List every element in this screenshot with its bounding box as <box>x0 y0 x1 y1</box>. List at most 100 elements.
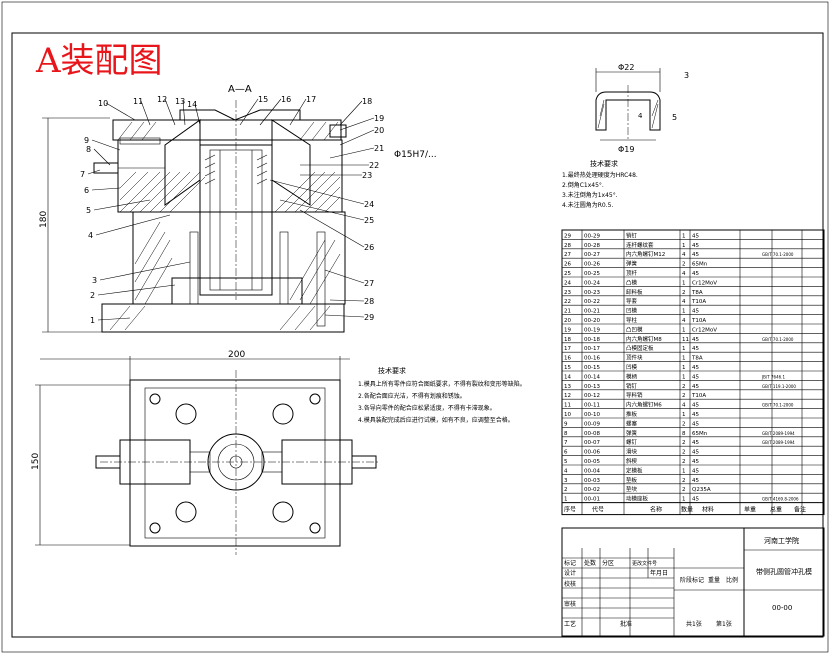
bom-cell: GB/T 2089-1994 <box>762 431 795 436</box>
bom-cell: 销钉 <box>626 382 638 390</box>
bom-cell: 16 <box>564 356 571 362</box>
bom-cell: 00-25 <box>584 271 600 277</box>
svg-text:年月日: 年月日 <box>650 569 668 577</box>
bore-dimension: Φ15H7/... <box>394 150 437 160</box>
section-label: A—A <box>228 84 252 95</box>
bom-cell: 1 <box>682 468 686 474</box>
svg-text:比例: 比例 <box>726 576 738 584</box>
balloon-22: 22 <box>369 161 379 170</box>
bom-cell: 00-19 <box>584 327 600 333</box>
bom-cell: JB/T 7646.1 <box>761 374 785 379</box>
bom-cell: 00-24 <box>584 280 600 286</box>
balloon-28: 28 <box>364 297 374 306</box>
bom-cell: 17 <box>564 346 571 352</box>
bom-cell: GB/T 4169.8-2006 <box>762 497 799 502</box>
bom-cell: 45 <box>692 421 699 427</box>
bom-cell: 4 <box>682 403 686 409</box>
bom-cell: 45 <box>692 346 699 352</box>
bom-cell: 动模座板 <box>626 495 649 503</box>
bom-cell: 45 <box>692 252 699 258</box>
bom-cell: 1 <box>682 233 686 239</box>
balloon-9: 9 <box>84 136 89 145</box>
svg-text:校核: 校核 <box>564 580 576 588</box>
bom-cell: 顶杆 <box>626 269 638 277</box>
bom-cell: 导套 <box>626 297 638 305</box>
bom-cell: 4 <box>682 299 686 305</box>
bom-cell: 21 <box>564 309 571 315</box>
bom-cell: 00-01 <box>584 497 600 503</box>
bom-cell: 4 <box>682 318 686 324</box>
bom-cell: 00-18 <box>584 337 600 343</box>
svg-text:00-00: 00-00 <box>772 604 792 612</box>
bom-cell: 00-11 <box>584 403 600 409</box>
balloon-1: 1 <box>90 316 95 325</box>
drawing-title: A装配图 <box>35 41 163 81</box>
balloon-7: 7 <box>80 170 85 179</box>
bom-cell: 00-28 <box>584 243 600 249</box>
bom-cell: 45 <box>692 309 699 315</box>
balloon-11: 11 <box>133 97 143 106</box>
bom-cell: 2 <box>682 393 686 399</box>
bom-cell: 18 <box>564 337 571 343</box>
bom-cell: 29 <box>564 233 571 239</box>
bom-cell: 螺塞 <box>626 419 638 427</box>
bom-cell: 24 <box>564 280 571 286</box>
bom-cell: 10 <box>564 412 571 418</box>
balloon-17: 17 <box>306 95 316 104</box>
bom-cell: 1 <box>682 346 686 352</box>
bom-cell: 顶件块 <box>626 354 643 362</box>
balloon-13: 13 <box>175 97 185 106</box>
svg-text:4.模具装配完成后应进行试模，如有不良，应调整至合格。: 4.模具装配完成后应进行试模，如有不良，应调整至合格。 <box>358 416 514 424</box>
bom-cell: GB/T 119.1-2000 <box>762 384 796 389</box>
hatch-lower <box>109 221 341 331</box>
plan-view: 200 150 <box>31 350 380 555</box>
bom-header: 代号 <box>592 506 604 514</box>
bom-cell: 27 <box>564 252 571 258</box>
bom-cell: 2 <box>682 440 686 446</box>
svg-text:分区: 分区 <box>602 559 614 567</box>
bom-cell: 2 <box>682 421 686 427</box>
bom-cell: 23 <box>564 290 571 296</box>
svg-text:审核: 审核 <box>564 600 576 608</box>
bom-cell: 导料销 <box>626 391 643 399</box>
bom-cell: 弹簧 <box>626 429 638 437</box>
bom-cell: 滑块 <box>626 448 638 456</box>
bom-cell: 内六角螺钉M8 <box>626 335 662 343</box>
bom-header: 材料 <box>702 506 714 514</box>
bom-cell: 2 <box>682 290 686 296</box>
detail-technical-notes: 技术要求 1.最终热处理硬度为HRC48. 2.倒角C1x45°. 3.未注倒角… <box>562 159 638 209</box>
bom-cell: 13 <box>564 384 571 390</box>
bom-cell: Cr12MoV <box>692 327 717 333</box>
bom-cell: 00-20 <box>584 318 600 324</box>
inner-border <box>11 32 824 638</box>
bom-cell: 00-17 <box>584 346 600 352</box>
bom-cell: 导柱 <box>626 316 638 324</box>
bom-header: 序号 <box>564 506 576 514</box>
balloon-20: 20 <box>374 126 384 135</box>
balloon-21: 21 <box>374 144 384 153</box>
bom-cell: 2 <box>682 487 686 493</box>
springs <box>204 154 268 185</box>
svg-text:更改文件号: 更改文件号 <box>632 560 657 567</box>
bom-cell: 凹模 <box>626 307 638 315</box>
bom-cell: 2 <box>682 384 686 390</box>
title-block: 标记 处数 分区 更改文件号 年月日 设计 校核 审核 工艺 批准 阶段标记 重… <box>561 527 825 637</box>
svg-text:180: 180 <box>39 211 49 228</box>
balloon-18: 18 <box>362 97 372 106</box>
balloon-14: 14 <box>187 100 197 109</box>
bom-cell: 28 <box>564 243 571 249</box>
bom-header: 总重 <box>770 506 782 514</box>
bom-cell: 45 <box>692 468 699 474</box>
bom-cell: GB/T 2089-1994 <box>762 440 795 445</box>
balloon-24: 24 <box>364 200 374 209</box>
bom-cell: 凸模固定板 <box>626 344 654 352</box>
bom-cell: 11 <box>564 403 571 409</box>
bom-cell: 00-10 <box>584 412 600 418</box>
bom-cell: 00-29 <box>584 233 600 239</box>
bom-cell: GB/T 70.1-2000 <box>762 252 794 257</box>
balloon-6: 6 <box>84 186 89 195</box>
svg-text:150: 150 <box>31 453 41 470</box>
balloon-19: 19 <box>374 114 384 123</box>
hatch-top <box>117 121 339 141</box>
bom-cell: 12 <box>564 393 571 399</box>
